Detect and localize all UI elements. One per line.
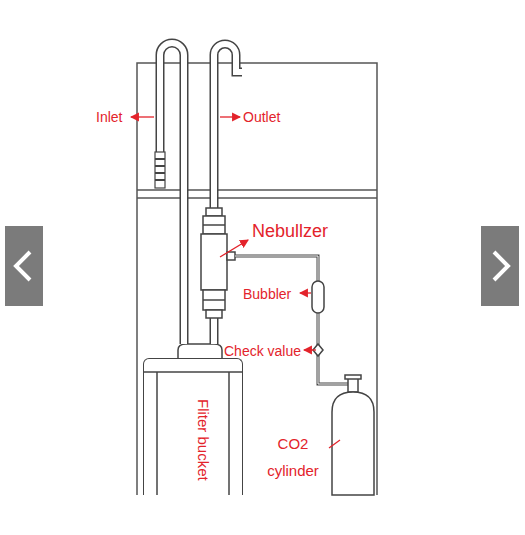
part-label: CO2 cylinder: [262, 430, 324, 484]
co2-cylinder: [332, 375, 374, 495]
bubbler: [312, 281, 324, 313]
leader-lines: [131, 117, 340, 448]
part-label: Check value: [224, 343, 301, 360]
co2-tubing: [235, 256, 348, 384]
aquarium-tank: [137, 63, 377, 495]
filter-bucket: Fliter bucket: [143, 358, 243, 495]
part-name: Fliter bucket: [196, 399, 211, 481]
part-label: Nebullzer: [252, 221, 328, 243]
carousel-next: [481, 226, 519, 306]
inlet-pipe: [155, 43, 184, 344]
filter-bucket-parts: [143, 344, 243, 495]
part-label: Outlet: [243, 109, 280, 126]
nebulizer: [201, 208, 235, 318]
carousel-prev: [5, 226, 43, 306]
part-label: Bubbler: [243, 286, 291, 303]
part-label: Inlet: [96, 109, 122, 126]
